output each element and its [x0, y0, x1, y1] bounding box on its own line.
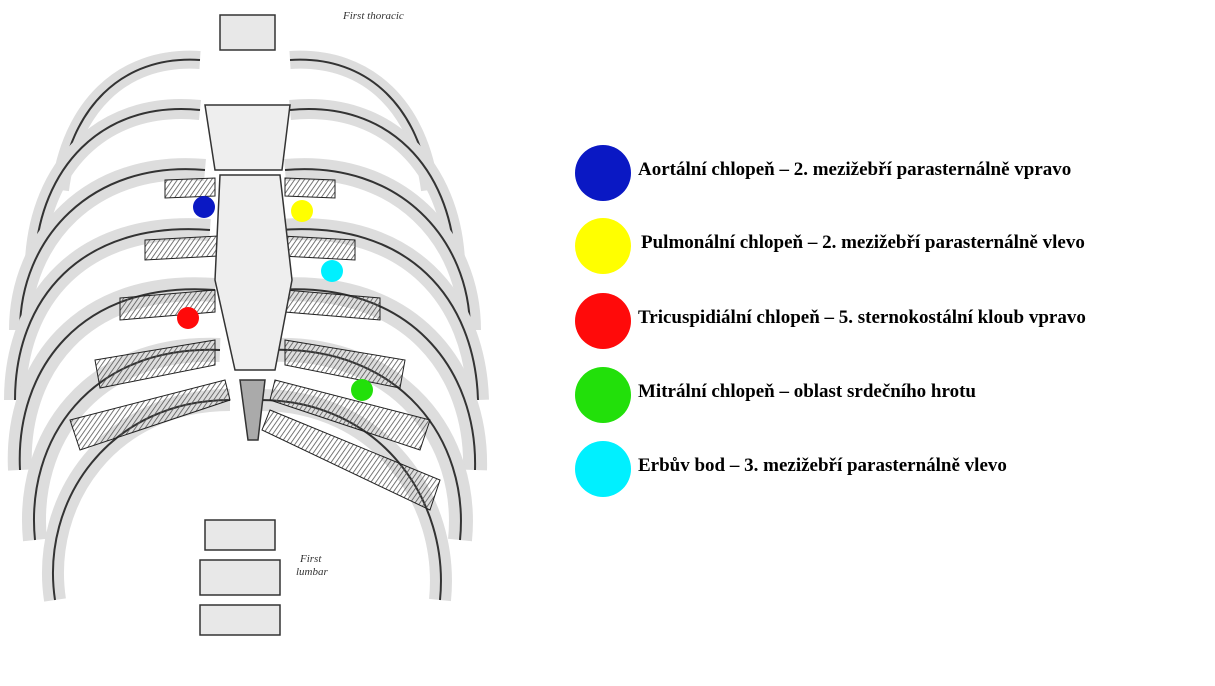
- legend-dot-green: [575, 367, 631, 423]
- rib-cage-svg: [0, 0, 500, 682]
- legend-label-erb: Erbův bod – 3. mezižebří parasternálně v…: [638, 455, 1007, 477]
- pulmonary-valve-marker: [291, 200, 313, 222]
- legend-item-mitral: Mitrální chlopeň – oblast srdečního hrot…: [575, 367, 1215, 423]
- legend-label-aortic: Aortální chlopeň – 2. mezižebří paraster…: [638, 159, 1071, 181]
- aortic-valve-marker: [193, 196, 215, 218]
- erb-point-marker: [321, 260, 343, 282]
- first-lumbar-label-line2: lumbar: [296, 566, 328, 578]
- ribs-right-side: [15, 60, 230, 600]
- legend-dot-blue: [575, 145, 631, 201]
- legend-dot-cyan: [575, 441, 631, 497]
- legend-label-pulmonary: Pulmonální chlopeň – 2. mezižebří parast…: [641, 232, 1085, 254]
- legend-item-aortic: Aortální chlopeň – 2. mezižebří paraster…: [575, 145, 1215, 201]
- legend-label-mitral: Mitrální chlopeň – oblast srdečního hrot…: [638, 381, 976, 403]
- legend-dot-red: [575, 293, 631, 349]
- legend-item-tricuspid: Tricuspidiální chlopeň – 5. sternokostál…: [575, 293, 1215, 349]
- rib-cage-illustration: First thoracic First lumbar: [0, 0, 500, 682]
- ribs-left-side: [260, 60, 478, 600]
- legend-dot-yellow: [575, 218, 631, 274]
- first-lumbar-label-line1: First: [300, 553, 321, 565]
- legend-label-tricuspid: Tricuspidiální chlopeň – 5. sternokostál…: [638, 307, 1086, 329]
- legend-item-erb: Erbův bod – 3. mezižebří parasternálně v…: [575, 441, 1215, 497]
- tricuspid-valve-marker: [177, 307, 199, 329]
- legend-item-pulmonary: Pulmonální chlopeň – 2. mezižebří parast…: [575, 218, 1215, 274]
- mitral-valve-marker: [351, 379, 373, 401]
- first-thoracic-label: First thoracic: [343, 10, 404, 22]
